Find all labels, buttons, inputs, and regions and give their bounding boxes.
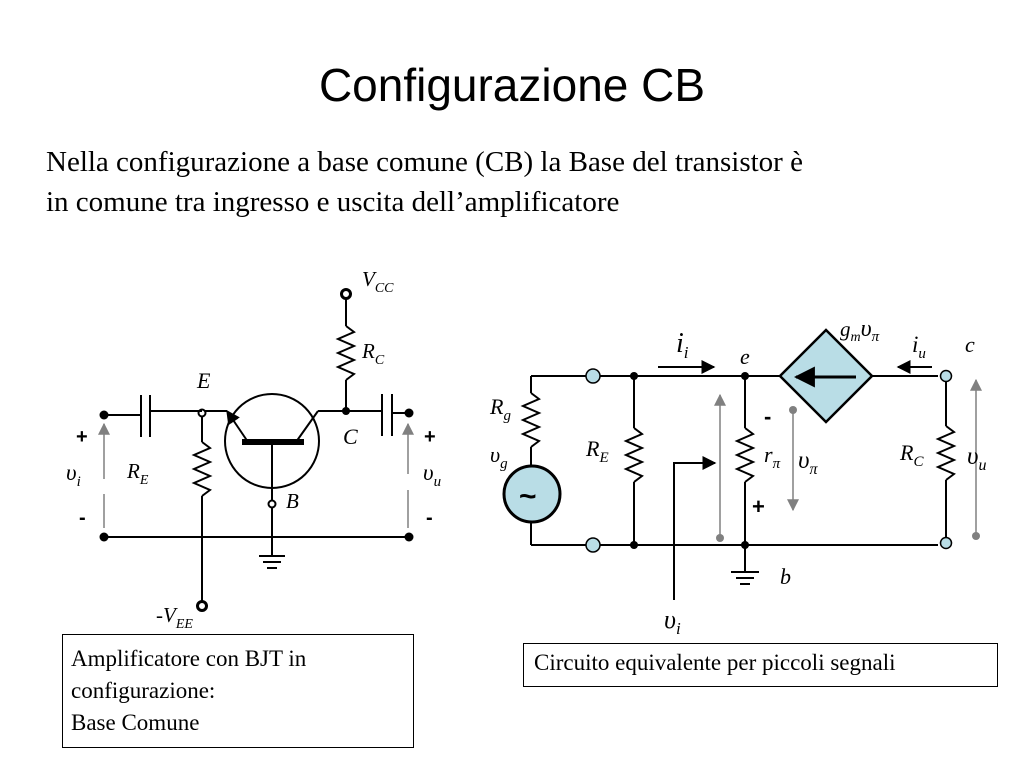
node-e-label: E bbox=[196, 368, 211, 393]
caption-right-text: Circuito equivalente per piccoli segnali bbox=[534, 650, 896, 675]
eq-node-re-bottom bbox=[630, 541, 638, 549]
node-c-eq-label: c bbox=[965, 332, 975, 357]
left-node-c bbox=[342, 407, 350, 415]
left-circuit bbox=[104, 288, 409, 612]
vu-label-left: υu bbox=[423, 460, 441, 490]
re-resistor-eq bbox=[623, 427, 645, 483]
iu-label: iu bbox=[912, 332, 926, 362]
left-minus-out: - bbox=[426, 507, 433, 529]
re-label-left: RE bbox=[126, 459, 149, 488]
eq-node-e bbox=[741, 372, 749, 380]
vpi-label: υπ bbox=[798, 447, 818, 478]
eq-plus: + bbox=[752, 494, 765, 519]
rg-label: Rg bbox=[489, 394, 511, 424]
rc-label: RC bbox=[361, 339, 385, 368]
rpi-label: rπ bbox=[764, 442, 781, 472]
re-label-eq: RE bbox=[585, 436, 609, 466]
left-node-vi-top bbox=[99, 410, 109, 420]
caption-left-line-2: configurazione: bbox=[71, 678, 216, 703]
node-b-label: B bbox=[286, 489, 299, 513]
node-b-eq-label: b bbox=[780, 564, 791, 589]
vi-label-left: υi bbox=[66, 460, 81, 490]
ii-label: ii bbox=[676, 328, 689, 362]
vcc-label: VCC bbox=[362, 267, 394, 296]
left-plus-out: + bbox=[424, 426, 436, 448]
right-circuit bbox=[520, 360, 957, 600]
eq-node-b bbox=[741, 541, 749, 549]
voltage-source bbox=[502, 464, 562, 524]
eq-terminal-out-top bbox=[939, 369, 953, 383]
left-node-vu-bottom bbox=[404, 532, 414, 542]
vg-label: υg bbox=[490, 442, 508, 472]
left-node-vu-top bbox=[404, 408, 414, 418]
caption-left-line-1: Amplificatore con BJT in bbox=[71, 646, 307, 671]
caption-left-box: Amplificatore con BJT in configurazione:… bbox=[62, 634, 414, 748]
left-node-vi-bottom bbox=[99, 532, 109, 542]
caption-left-line-3: Base Comune bbox=[71, 710, 200, 735]
node-c-label: C bbox=[343, 424, 358, 449]
eq-terminal-out-bottom bbox=[939, 536, 953, 550]
caption-right-box: Circuito equivalente per piccoli segnali bbox=[523, 643, 998, 687]
base-node bbox=[267, 499, 277, 509]
rpi-resistor bbox=[734, 427, 756, 483]
intro-text: Nella configurazione a base comune (CB) … bbox=[46, 142, 986, 222]
left-plus-in: + bbox=[76, 426, 88, 448]
gm-label: gmυπ bbox=[840, 316, 880, 345]
vi-pointer bbox=[673, 456, 717, 600]
slide-title: Configurazione CB bbox=[318, 59, 706, 111]
eq-minus: - bbox=[764, 404, 771, 429]
vu-label-eq: υu bbox=[967, 443, 986, 474]
eq-terminal-in-top bbox=[585, 368, 601, 384]
rc-resistor bbox=[335, 325, 357, 381]
rc-label-eq: RC bbox=[899, 440, 924, 470]
vi-label-eq: υi bbox=[664, 605, 681, 638]
vee-terminal bbox=[196, 600, 208, 612]
eq-terminal-in-bottom bbox=[585, 537, 601, 553]
re-resistor bbox=[191, 441, 213, 497]
rg-resistor bbox=[520, 392, 542, 448]
source-tilde: ~ bbox=[519, 480, 537, 513]
vee-label: -VEE bbox=[156, 603, 193, 632]
rc-resistor-eq bbox=[935, 425, 957, 481]
node-e-eq-label: e bbox=[740, 344, 750, 369]
intro-line-1: Nella configurazione a base comune (CB) … bbox=[46, 146, 803, 178]
intro-line-2: in comune tra ingresso e uscita dell’amp… bbox=[46, 186, 620, 218]
left-minus-in: - bbox=[79, 507, 86, 529]
vcc-terminal bbox=[340, 288, 352, 300]
eq-node-re-top bbox=[630, 372, 638, 380]
